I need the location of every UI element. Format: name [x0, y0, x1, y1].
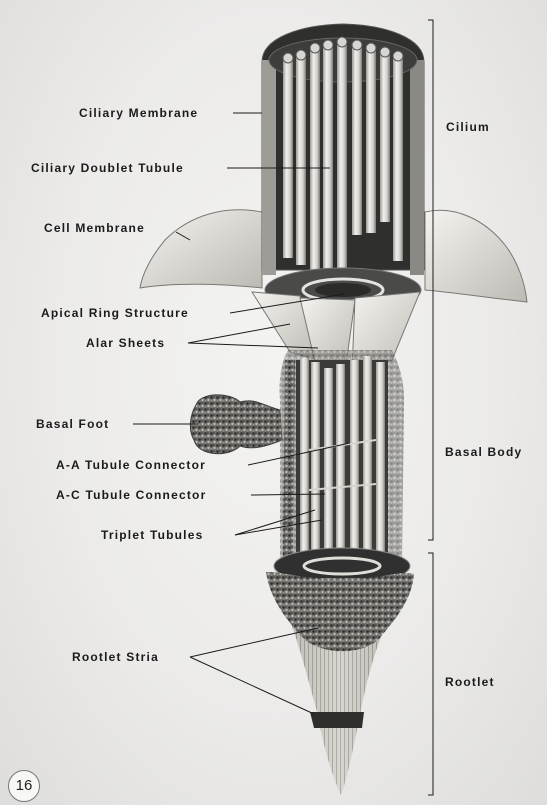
region-label-basal-body: Basal Body [445, 445, 522, 459]
label-alar-sheets: Alar Sheets [86, 336, 165, 350]
label-aa-tubule-connector: A-A Tubule Connector [56, 458, 206, 472]
rootlet [266, 572, 414, 795]
region-label-rootlet: Rootlet [445, 675, 495, 689]
label-apical-ring-structure: Apical Ring Structure [41, 306, 189, 320]
label-basal-foot: Basal Foot [36, 417, 109, 431]
label-rootlet-stria: Rootlet Stria [72, 650, 159, 664]
basal-foot [190, 395, 282, 454]
label-triplet-tubules: Triplet Tubules [101, 528, 203, 542]
label-cell-membrane: Cell Membrane [44, 221, 145, 235]
page-number: 16 [8, 770, 40, 802]
label-ciliary-membrane: Ciliary Membrane [79, 106, 198, 120]
region-label-cilium: Cilium [446, 120, 490, 134]
label-ciliary-doublet-tubule: Ciliary Doublet Tubule [31, 161, 184, 175]
label-ac-tubule-connector: A-C Tubule Connector [56, 488, 206, 502]
region-brackets [428, 20, 433, 795]
